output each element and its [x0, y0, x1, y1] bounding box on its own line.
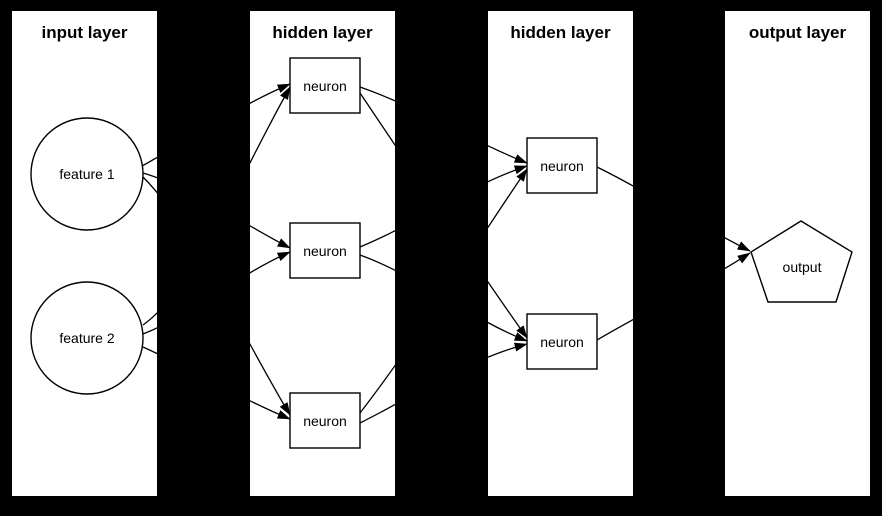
hidden1-neuron2-label: neuron [303, 243, 347, 259]
output-layer-title: output layer [749, 23, 847, 42]
edge-feature2-h1n2 [142, 251, 291, 335]
panel-hidden-layer-2 [488, 11, 633, 496]
edge-feature1-h1n1 [141, 83, 291, 167]
output-node [750, 220, 853, 303]
edge-h1n1-h2n2 [359, 92, 528, 339]
nodes: feature 1 feature 2 neuron neuron neuron… [30, 57, 853, 449]
edges [141, 83, 751, 424]
edge-h1n3-h2n2 [359, 342, 528, 424]
edge-h1n3-h2n1 [359, 168, 528, 414]
panel-input-layer [12, 11, 157, 496]
hidden-layer-1-title: hidden layer [272, 23, 373, 42]
hidden1-neuron3-node [289, 392, 361, 449]
output-label: output [783, 259, 822, 275]
edge-feature1-h1n2 [142, 172, 291, 249]
edge-feature1-h1n3 [142, 176, 291, 416]
hidden1-neuron3-label: neuron [303, 413, 347, 429]
hidden-layer-2-title: hidden layer [510, 23, 611, 42]
feature1-label: feature 1 [59, 166, 114, 182]
hidden1-neuron1-node [289, 57, 361, 114]
hidden1-neuron2-node [289, 222, 361, 279]
hidden2-neuron2-node [526, 313, 598, 370]
edge-feature2-h1n1 [142, 86, 291, 326]
input-layer-title: input layer [42, 23, 128, 42]
edge-h2n2-output [596, 252, 751, 341]
edge-h1n2-h2n2 [359, 254, 528, 342]
hidden2-neuron1-node [526, 137, 598, 194]
feature2-node [30, 281, 144, 395]
edge-h1n1-h2n1 [359, 86, 528, 164]
feature2-label: feature 2 [59, 330, 114, 346]
edge-h2n1-output [596, 166, 751, 252]
edge-feature2-h1n3 [142, 346, 291, 420]
hidden2-neuron1-label: neuron [540, 158, 584, 174]
feature1-node [30, 117, 144, 231]
layer-titles: input layer hidden layer hidden layer ou… [42, 23, 847, 42]
edge-h1n2-h2n1 [359, 165, 528, 248]
hidden2-neuron2-label: neuron [540, 334, 584, 350]
hidden1-neuron1-label: neuron [303, 78, 347, 94]
